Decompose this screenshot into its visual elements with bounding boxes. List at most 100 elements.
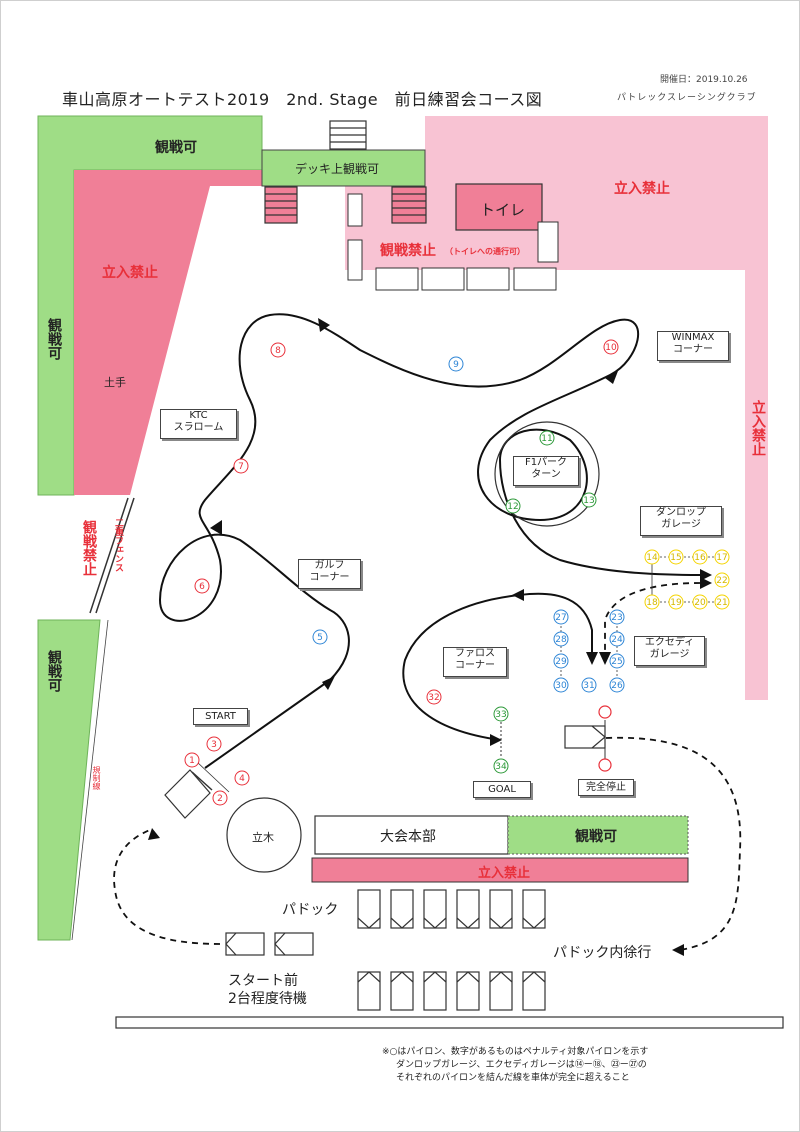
svg-text:6: 6 <box>199 582 205 592</box>
no-entry-zone-bottom <box>311 857 689 883</box>
svg-text:31: 31 <box>583 681 594 691</box>
route-return <box>519 592 593 655</box>
svg-text:34: 34 <box>495 762 507 772</box>
label-paddock-slow: パドック内徐行 <box>553 945 652 961</box>
pylon-29: 29 <box>553 653 569 669</box>
bottom-wall <box>115 1016 784 1029</box>
pylon-34: 34 <box>493 758 509 774</box>
svg-text:16: 16 <box>694 553 706 563</box>
svg-text:13: 13 <box>583 496 594 506</box>
svg-text:24: 24 <box>611 635 623 645</box>
label-spectate-hq: 観戦可 <box>575 829 617 845</box>
pylon-25: 25 <box>609 653 625 669</box>
full-stop-car <box>564 725 606 749</box>
svg-text:26: 26 <box>611 681 623 691</box>
pylon-20: 20 <box>692 594 708 610</box>
svg-text:10: 10 <box>605 343 617 353</box>
pylon-24: 24 <box>609 631 625 647</box>
svg-text:11: 11 <box>541 434 552 444</box>
pylon-22: 22 <box>714 572 730 588</box>
footnote-line-1: ※○はパイロン、数字があるものはペナルティ対象パイロンを示す <box>382 1047 649 1057</box>
route-pharos <box>402 594 521 741</box>
label-hq: 大会本部 <box>380 829 436 845</box>
pylon-30: 30 <box>553 677 569 693</box>
f1-turn-ring <box>494 421 600 527</box>
label-paddock: パドック <box>282 902 339 918</box>
label-spectate-left-top: 観戦可 <box>46 318 62 360</box>
route-dashed <box>113 582 742 951</box>
svg-text:27: 27 <box>555 613 566 623</box>
double-fence <box>89 497 129 614</box>
spectate-zone-bottom-left <box>37 619 101 941</box>
full-stop-label: 完全停止 <box>578 779 634 796</box>
route-main-loop <box>158 313 701 681</box>
stairs-right <box>391 186 427 224</box>
label-start-waiting: スタート前 2台程度待機 <box>228 973 307 1007</box>
svg-text:7: 7 <box>238 462 244 472</box>
pylon-1: 1 <box>184 752 200 768</box>
section-f1-park-turn: F1パーク ターン <box>513 456 579 486</box>
footnote-line-3: それぞれのパイロンを結んだ線を車体が完全に超えること <box>396 1073 630 1083</box>
hq-spectate-zone <box>507 815 689 855</box>
start-car-box <box>164 769 211 819</box>
pylon-10: 10 <box>603 339 619 355</box>
pylon-7: 7 <box>233 458 249 474</box>
section-exedy-garage: エクセディ ガレージ <box>634 636 705 666</box>
pylon-32: 32 <box>426 689 442 705</box>
svg-text:21: 21 <box>716 598 727 608</box>
no-entry-zone-top-right <box>425 116 768 700</box>
pylon-9: 9 <box>448 356 464 372</box>
svg-text:33: 33 <box>495 710 506 720</box>
svg-text:20: 20 <box>694 598 706 608</box>
section-winmax-corner: WINMAX コーナー <box>657 331 729 361</box>
svg-text:22: 22 <box>716 576 727 586</box>
label-tree: 立木 <box>252 831 274 844</box>
svg-text:1: 1 <box>189 756 195 766</box>
pylon-13: 13 <box>581 492 597 508</box>
label-restriction-line: 規制線 <box>92 766 101 790</box>
label-no-entry-bottom: 立入禁止 <box>478 866 531 881</box>
pylon-16: 16 <box>692 549 708 565</box>
svg-text:12: 12 <box>507 502 518 512</box>
label-double-fence: 二重フェンス <box>113 518 123 572</box>
section-gulf-corner: ガルフ コーナー <box>298 559 361 589</box>
pylon-2: 2 <box>212 790 228 806</box>
stairs-left <box>264 186 298 224</box>
section-ktc-slalom: KTC スラローム <box>160 409 237 439</box>
pylon-27: 27 <box>553 609 569 625</box>
label-embankment: 土手 <box>104 376 126 389</box>
pylon-26: 26 <box>609 677 625 693</box>
toilet-building <box>455 183 543 231</box>
footnote-line-2: ダンロップガレージ、エクセディガレージは⑭ー⑱、㉓ー㉗の <box>396 1060 647 1070</box>
start-label: START <box>193 708 248 725</box>
label-spectate-left-bottom: 観戦可 <box>46 650 62 692</box>
section-pharos-corner: ファロス コーナー <box>443 647 507 677</box>
pylon-33: 33 <box>493 706 509 722</box>
section-dunlop-garage: ダンロップ ガレージ <box>640 506 722 536</box>
footnote: ※○はパイロン、数字があるものはペナルティ対象パイロンを示す ダンロップガレージ… <box>382 1046 782 1085</box>
pylon-31: 31 <box>581 677 597 693</box>
svg-text:23: 23 <box>611 613 622 623</box>
svg-text:2: 2 <box>217 794 223 804</box>
route-start-to-5 <box>204 679 331 769</box>
pylon-19: 19 <box>668 594 684 610</box>
map-title: 車山高原オートテスト2019 2nd. Stage 前日練習会コース図 <box>62 90 543 109</box>
svg-text:5: 5 <box>317 633 323 643</box>
pylon-28: 28 <box>553 631 569 647</box>
tree <box>226 797 302 873</box>
pylon-18: 18 <box>644 594 660 610</box>
pylon-23: 23 <box>609 609 625 625</box>
svg-text:4: 4 <box>239 774 245 784</box>
svg-text:17: 17 <box>716 553 727 563</box>
svg-text:8: 8 <box>275 346 281 356</box>
pylon-14: 14 <box>644 549 660 565</box>
svg-text:30: 30 <box>555 681 567 691</box>
pylon-6: 6 <box>194 578 210 594</box>
svg-text:3: 3 <box>211 740 217 750</box>
label-no-spectate-left: 観戦禁止 <box>81 520 97 576</box>
svg-text:18: 18 <box>646 598 658 608</box>
svg-text:9: 9 <box>453 360 459 370</box>
stairs-top <box>329 120 367 150</box>
pylon-3: 3 <box>206 736 222 752</box>
